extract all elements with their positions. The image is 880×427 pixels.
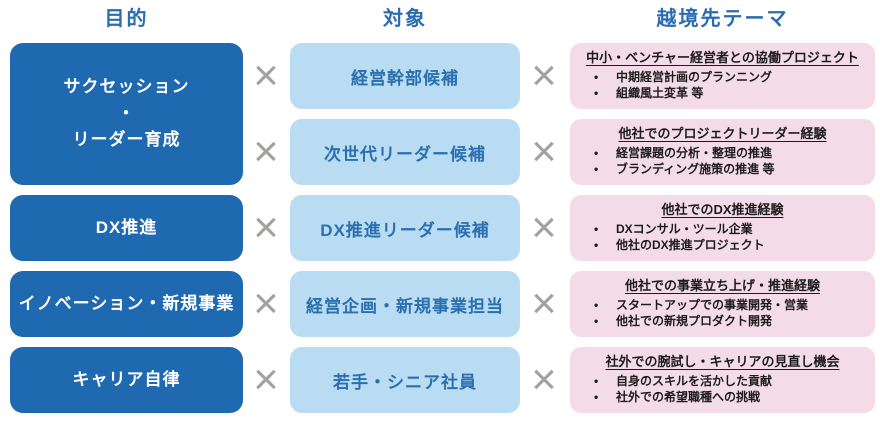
theme-bullet-list: 中期経営計画のプランニング 組織風土変革 等 [582,69,863,102]
purpose-box-succession-leadership: サクセッション ・ リーダー育成 [10,43,243,185]
times-icon: × [531,51,557,100]
column-header-purpose: 目的 [104,8,149,30]
theme-bullet: ブランディング施策の推進 等 [582,161,863,177]
times-icon: × [253,203,279,252]
theme-title: 他社でのDX推進経験 [661,202,784,217]
column-header-theme: 越境先テーマ [656,8,789,30]
times-icon: × [253,355,279,404]
theme-box: 他社でのプロジェクトリーダー経験 経営課題の分析・整理の推進 ブランディング施策… [570,119,875,185]
theme-title: 他社でのプロジェクトリーダー経験 [618,126,827,141]
times-icon: × [531,279,557,328]
theme-box: 中小・ベンチャー経営者との協働プロジェクト 中期経営計画のプランニング 組織風土… [570,43,875,109]
theme-box: 社外での腕試し・キャリアの見直し機会 自身のスキルを活かした貢献 社外での希望職… [570,347,875,413]
theme-bullet: 組織風土変革 等 [582,85,863,101]
times-icon: × [253,51,279,100]
target-box-next-gen-leader-candidates: 次世代リーダー候補 [290,119,520,185]
times-icon: × [531,355,557,404]
target-box-young-senior-employees: 若手・シニア社員 [290,347,520,413]
theme-bullet: 自身のスキルを活かした貢献 [582,373,863,389]
target-box-planning-newbiz-staff: 経営企画・新規事業担当 [290,271,520,337]
theme-bullet: 社外での希望職種への挑戦 [582,389,863,405]
times-icon: × [531,127,557,176]
purpose-box-career-autonomy: キャリア自律 [10,347,243,413]
theme-box: 他社でのDX推進経験 DXコンサル・ツール企業 他社のDX推進プロジェクト [570,195,875,261]
theme-bullet-list: スタートアップでの事業開発・営業 他社での新規プロダクト開発 [582,297,863,330]
target-box-dx-leader-candidates: DX推進リーダー候補 [290,195,520,261]
theme-title: 他社での事業立ち上げ・推進経験 [624,278,820,293]
theme-bullet: 経営課題の分析・整理の推進 [582,145,863,161]
theme-bullet: 他社のDX推進プロジェクト [582,237,863,253]
theme-bullet: スタートアップでの事業開発・営業 [582,297,863,313]
times-icon: × [531,203,557,252]
theme-box: 他社での事業立ち上げ・推進経験 スタートアップでの事業開発・営業 他社での新規プ… [570,271,875,337]
theme-bullet: 中期経営計画のプランニング [582,69,863,85]
theme-bullet: 他社での新規プロダクト開発 [582,313,863,329]
theme-title: 中小・ベンチャー経営者との協働プロジェクト [586,50,859,65]
theme-bullet-list: 経営課題の分析・整理の推進 ブランディング施策の推進 等 [582,145,863,178]
column-header-target: 対象 [383,8,427,30]
purpose-box-dx: DX推進 [10,195,243,261]
theme-bullet-list: 自身のスキルを活かした貢献 社外での希望職種への挑戦 [582,373,863,406]
theme-bullet: DXコンサル・ツール企業 [582,221,863,237]
times-icon: × [253,127,279,176]
theme-bullet-list: DXコンサル・ツール企業 他社のDX推進プロジェクト [582,221,863,254]
times-icon: × [253,279,279,328]
purpose-box-innovation: イノベーション・新規事業 [10,271,243,337]
theme-title: 社外での腕試し・キャリアの見直し機会 [605,354,840,369]
target-box-executive-candidates: 経営幹部候補 [290,43,520,109]
